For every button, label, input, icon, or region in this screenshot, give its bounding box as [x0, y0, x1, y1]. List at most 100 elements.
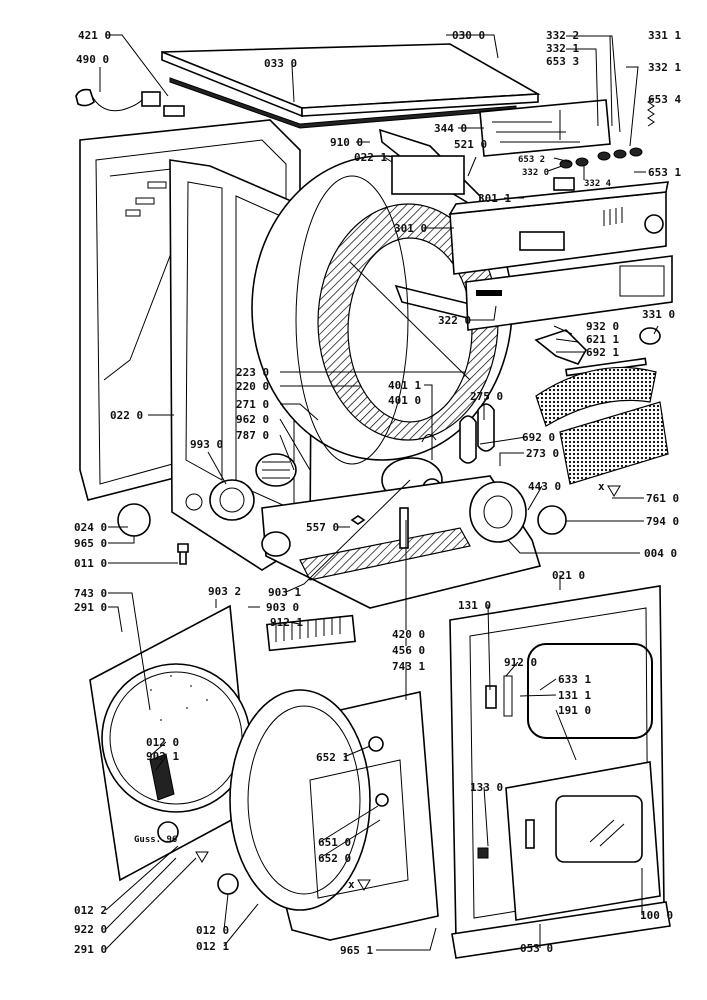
label-521-0: 521 0 — [454, 138, 487, 151]
label-443-0: 443 0 — [528, 480, 561, 493]
label-191-0: 191 0 — [558, 704, 591, 717]
label-993-0: 993 0 — [190, 438, 223, 451]
clip-screw — [350, 515, 366, 525]
label-652-1: 652 1 — [316, 751, 349, 764]
label-903-2: 903 2 — [208, 585, 241, 598]
heater-fins — [275, 616, 341, 642]
label-030-0: 030 0 — [452, 29, 485, 42]
base-pipe — [261, 531, 291, 557]
rear-wheel — [157, 821, 179, 843]
tension-spring — [459, 415, 477, 464]
label-331-0: 331 0 — [642, 308, 675, 321]
label-912-1: 912 1 — [270, 616, 303, 629]
label-965-1: 965 1 — [340, 944, 373, 957]
power-cord — [91, 95, 143, 112]
arrow2 — [357, 879, 371, 891]
air-duct — [209, 479, 255, 521]
label-652-0: 652 0 — [318, 852, 351, 865]
label-962-0: 962 0 — [236, 413, 269, 426]
label-133-0: 133 0 — [470, 781, 503, 794]
drum-rib — [349, 261, 471, 381]
side-panel-slot — [147, 181, 167, 189]
label-131-0: 131 0 — [458, 599, 491, 612]
label-910-0: 910 0 — [330, 136, 363, 149]
label-456-0: 456 0 — [392, 644, 425, 657]
spring — [647, 97, 655, 127]
door-window-glare — [589, 819, 625, 847]
label-332-1: 332 1 — [546, 42, 579, 55]
label-273-0: 273 0 — [526, 447, 559, 460]
label-022-1: 022 1 — [354, 151, 387, 164]
drum-seal — [295, 175, 409, 465]
label-401-0: 401 0 — [388, 394, 421, 407]
label-271-0: 271 0 — [236, 398, 269, 411]
side-panel-slot — [125, 209, 141, 217]
arrow3 — [195, 851, 209, 863]
door-hinge — [485, 685, 497, 709]
label-033-0: 033 0 — [264, 57, 297, 70]
program-dial — [644, 214, 664, 234]
seal-ring — [537, 505, 567, 535]
label-100-0: 100 0 — [640, 909, 673, 922]
switch-knob — [575, 157, 589, 167]
label-965-0: 965 0 — [74, 537, 107, 550]
label-633-1: 633 1 — [558, 673, 591, 686]
motor-bracket — [421, 434, 437, 443]
label-651-0: 651 0 — [318, 836, 351, 849]
label-301-0: 301 0 — [394, 222, 427, 235]
label-332-0: 332 0 — [522, 168, 549, 178]
label-692-0: 692 0 — [522, 431, 555, 444]
label-012-1: 012 1 — [196, 940, 229, 953]
tension-spring — [477, 403, 495, 452]
top-cover-edge-right — [301, 93, 539, 117]
mark-x-bulkhead: x — [348, 878, 355, 891]
suppressor-box — [141, 91, 161, 107]
label-420-0: 420 0 — [392, 628, 425, 641]
label-344-0: 344 0 — [434, 122, 467, 135]
label-223-0: 223 0 — [236, 366, 269, 379]
label-275-0: 275 0 — [470, 390, 503, 403]
knob-331 — [639, 327, 661, 345]
switch-knob — [597, 151, 611, 161]
fascia-logo — [476, 290, 502, 296]
label-021-0: 021 0 — [552, 569, 585, 582]
label-331-1: 331 1 — [648, 29, 681, 42]
label-012-0: 012 0 — [146, 736, 179, 749]
part-labels: 421 0 030 0 332 2 331 1 490 0 033 0 332 … — [74, 29, 681, 957]
label-932-0: 932 0 — [586, 320, 619, 333]
fan-housing-inner — [483, 495, 513, 529]
fan-housing — [469, 481, 527, 543]
label-332-1-b: 332 1 — [648, 61, 681, 74]
cover-cap — [117, 503, 151, 537]
lint-filter — [535, 366, 657, 427]
label-004-0: 004 0 — [644, 547, 677, 560]
label-011-0: 011 0 — [74, 557, 107, 570]
arrow1 — [607, 485, 621, 497]
label-220-0: 220 0 — [236, 380, 269, 393]
leader-lines — [99, 34, 659, 951]
rear-plate-holes — [150, 675, 208, 721]
label-903-0: 903 0 — [266, 601, 299, 614]
pcb-traces — [492, 110, 580, 143]
air-duct-inner — [219, 487, 245, 513]
label-291-0-b: 291 0 — [74, 943, 107, 956]
label-653-1: 653 1 — [648, 166, 681, 179]
label-903-1: 903 1 — [268, 586, 301, 599]
label-022-0: 022 0 — [110, 409, 143, 422]
front-drum-ring — [229, 689, 371, 911]
suppressor-block — [163, 105, 185, 117]
label-794-0: 794 0 — [646, 515, 679, 528]
fascia-program-chart — [619, 265, 665, 297]
label-012-0-b: 012 0 — [196, 924, 229, 937]
switch-knob — [629, 147, 643, 157]
frame-hole — [185, 493, 203, 511]
label-131-1: 131 1 — [558, 689, 591, 702]
door-seal — [527, 643, 653, 739]
control-bracket-box — [391, 155, 465, 195]
panel-indicators — [603, 207, 623, 226]
drum-stamp: Guss. 96 — [134, 835, 177, 845]
thermostat — [375, 793, 389, 807]
control-panel-top — [448, 181, 669, 215]
label-401-1: 401 1 — [388, 379, 421, 392]
